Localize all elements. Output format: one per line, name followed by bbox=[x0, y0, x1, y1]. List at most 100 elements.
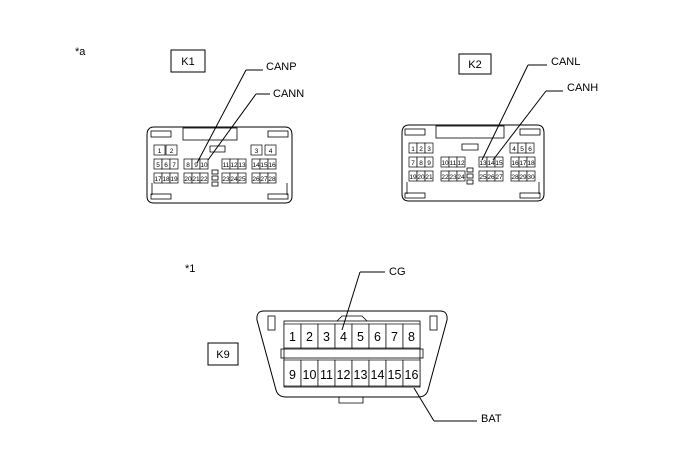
k2-pin-21: 21 bbox=[425, 174, 433, 181]
k2-pin-4: 4 bbox=[512, 146, 516, 153]
k1-pin-27: 27 bbox=[260, 176, 268, 183]
connector-k9-body bbox=[256, 310, 448, 398]
k9-pin-9: 9 bbox=[289, 368, 296, 382]
k2-canh-label: CANH bbox=[567, 82, 598, 94]
k1-pin-13: 13 bbox=[238, 162, 246, 169]
k9-bat-label: BAT bbox=[481, 413, 502, 425]
k1-pin-28-cell bbox=[267, 172, 277, 184]
annotation-1: *1 bbox=[185, 263, 195, 275]
k1-pin-13-cell bbox=[237, 158, 247, 170]
k1-pin-7-cell bbox=[169, 158, 179, 170]
k2-pin-10: 10 bbox=[441, 160, 449, 167]
k1-pin-19-cell bbox=[169, 172, 179, 184]
k2-pin-24: 24 bbox=[457, 174, 465, 181]
k2-pin-3: 3 bbox=[427, 146, 431, 153]
k1-canp-label: CANP bbox=[266, 61, 297, 73]
k2-pin-9-cell bbox=[424, 156, 434, 168]
k2-pin-30: 30 bbox=[527, 174, 535, 181]
k2-pin-24-cell bbox=[456, 170, 466, 182]
k1-pin-17: 17 bbox=[154, 176, 162, 183]
k9-pin-2: 2 bbox=[306, 330, 313, 344]
k1-pin-12: 12 bbox=[230, 162, 238, 169]
k2-pin-9: 9 bbox=[427, 160, 431, 167]
k2-pin-27-cell bbox=[494, 170, 504, 182]
k1-pin-20: 20 bbox=[184, 176, 192, 183]
k1-pin-1-cell bbox=[153, 144, 166, 156]
connector-k2-latch bbox=[435, 125, 505, 139]
k2-pin-3-cell bbox=[424, 142, 434, 154]
k1-pin-3-cell bbox=[250, 144, 263, 156]
k9-pin-14: 14 bbox=[371, 368, 385, 382]
k2-pin-18: 18 bbox=[527, 160, 535, 167]
annotation-a: *a bbox=[75, 46, 86, 58]
k2-pin-30-cell bbox=[526, 170, 536, 182]
connector-k2-label: K2 bbox=[468, 59, 481, 71]
k2-pin-23: 23 bbox=[449, 174, 457, 181]
k1-pin-9: 9 bbox=[194, 162, 198, 169]
k2-pin-27: 27 bbox=[495, 174, 503, 181]
k1-pin-5: 5 bbox=[156, 162, 160, 169]
k1-pin-2-cell bbox=[165, 144, 178, 156]
connector-k1-label: K1 bbox=[181, 56, 194, 68]
k1-pin-4-cell bbox=[264, 144, 277, 156]
k1-pin-24: 24 bbox=[230, 176, 238, 183]
k9-pin-8-cell bbox=[402, 323, 421, 349]
k9-pin-10: 10 bbox=[303, 368, 317, 382]
k2-pin-17: 17 bbox=[519, 160, 527, 167]
k1-pin-16-cell bbox=[267, 158, 277, 170]
connector-k2-label-box bbox=[458, 53, 492, 75]
k2-pin-12: 12 bbox=[457, 160, 465, 167]
k2-pin-19: 19 bbox=[409, 174, 417, 181]
k1-pin-25-cell bbox=[237, 172, 247, 184]
k2-pin-1: 1 bbox=[411, 146, 415, 153]
k2-pin-29: 29 bbox=[519, 174, 527, 181]
connector-k2-body bbox=[401, 124, 545, 202]
connector-k9-label: K9 bbox=[216, 349, 229, 361]
k2-pin-11: 11 bbox=[450, 160, 457, 167]
k1-pin-14: 14 bbox=[252, 162, 260, 169]
k1-pin-10: 10 bbox=[200, 162, 208, 169]
k2-pin-5: 5 bbox=[520, 146, 524, 153]
k2-pin-20: 20 bbox=[417, 174, 425, 181]
k2-pin-13: 13 bbox=[479, 160, 487, 167]
k1-pin-7: 7 bbox=[172, 162, 176, 169]
connector-k1-latch bbox=[182, 127, 238, 141]
k1-pin-21: 21 bbox=[192, 176, 200, 183]
k9-pin-1: 1 bbox=[289, 330, 296, 344]
k2-pin-22: 22 bbox=[441, 174, 449, 181]
k2-pin-14: 14 bbox=[487, 160, 495, 167]
k2-pin-8: 8 bbox=[419, 160, 423, 167]
k1-pin-1: 1 bbox=[158, 148, 162, 155]
k2-canl-label: CANL bbox=[551, 56, 580, 68]
k2-pin-7: 7 bbox=[411, 160, 415, 167]
connector-k1-body bbox=[146, 126, 293, 204]
k1-pin-23: 23 bbox=[222, 176, 230, 183]
k1-pin-10-cell bbox=[199, 158, 209, 170]
k1-pin-22-cell bbox=[199, 172, 209, 184]
k1-pin-11: 11 bbox=[223, 162, 230, 169]
k2-pin-12-cell bbox=[456, 156, 466, 168]
k2-pin-28: 28 bbox=[511, 174, 519, 181]
k1-pin-2: 2 bbox=[170, 148, 174, 155]
k2-pin-18-cell bbox=[526, 156, 536, 168]
k1-cann-label: CANN bbox=[273, 88, 304, 100]
k1-pin-8: 8 bbox=[186, 162, 190, 169]
k9-pin-15: 15 bbox=[388, 368, 402, 382]
k1-pin-19: 19 bbox=[170, 176, 178, 183]
k9-cg-label: CG bbox=[389, 266, 406, 278]
k2-pin-2: 2 bbox=[419, 146, 423, 153]
k1-pin-4: 4 bbox=[269, 148, 273, 155]
k1-pin-18: 18 bbox=[162, 176, 170, 183]
k2-pin-25: 25 bbox=[479, 174, 487, 181]
k1-pin-15: 15 bbox=[260, 162, 268, 169]
k2-pin-6: 6 bbox=[528, 146, 532, 153]
connector-k1-label-box bbox=[170, 49, 206, 73]
k2-pin-15: 15 bbox=[495, 160, 503, 167]
k2-pin-15-cell bbox=[494, 156, 504, 168]
k9-pin-8: 8 bbox=[408, 330, 415, 344]
k9-pin-16-cell bbox=[402, 359, 421, 387]
